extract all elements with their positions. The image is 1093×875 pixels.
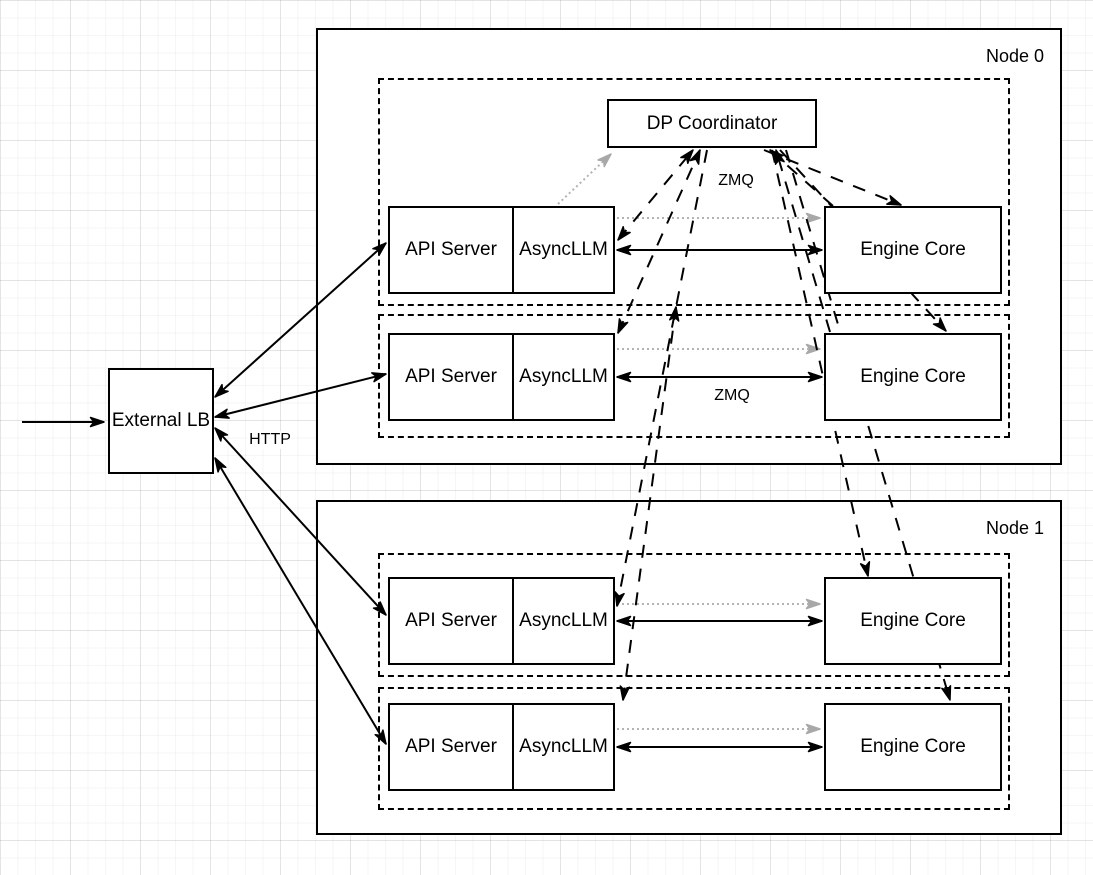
asyncllm-label: AsyncLLM — [519, 610, 608, 631]
asyncllm-label: AsyncLLM — [519, 366, 608, 387]
replica-group-node1-rank1 — [378, 687, 1010, 810]
engine-core-box-node1-rank0: Engine Core — [824, 577, 1002, 665]
asyncllm-label: AsyncLLM — [519, 239, 608, 260]
node0-label: Node 0 — [985, 46, 1044, 66]
engine-core-box-node0-rank0: Engine Core — [824, 206, 1002, 294]
api-server-label: API Server — [390, 579, 514, 663]
api-asyncllm-box-node0-rank1: API Server AsyncLLM — [388, 333, 615, 421]
zmq-label-top: ZMQ — [716, 172, 756, 190]
node1-label: Node 1 — [985, 518, 1044, 538]
zmq-label-mid: ZMQ — [712, 387, 752, 405]
external-lb-box: External LB — [108, 368, 214, 474]
api-asyncllm-box-node0-rank0: API Server AsyncLLM — [388, 206, 615, 294]
engine-core-box-node1-rank1: Engine Core — [824, 703, 1002, 791]
dp-coordinator-box: DP Coordinator — [607, 99, 817, 148]
api-server-label: API Server — [390, 208, 514, 292]
api-asyncllm-box-node1-rank1: API Server AsyncLLM — [388, 703, 615, 791]
api-server-label: API Server — [390, 335, 514, 419]
engine-core-box-node0-rank1: Engine Core — [824, 333, 1002, 421]
http-label: HTTP — [247, 431, 293, 449]
asyncllm-label: AsyncLLM — [519, 736, 608, 757]
api-server-label: API Server — [390, 705, 514, 789]
api-asyncllm-box-node1-rank0: API Server AsyncLLM — [388, 577, 615, 665]
